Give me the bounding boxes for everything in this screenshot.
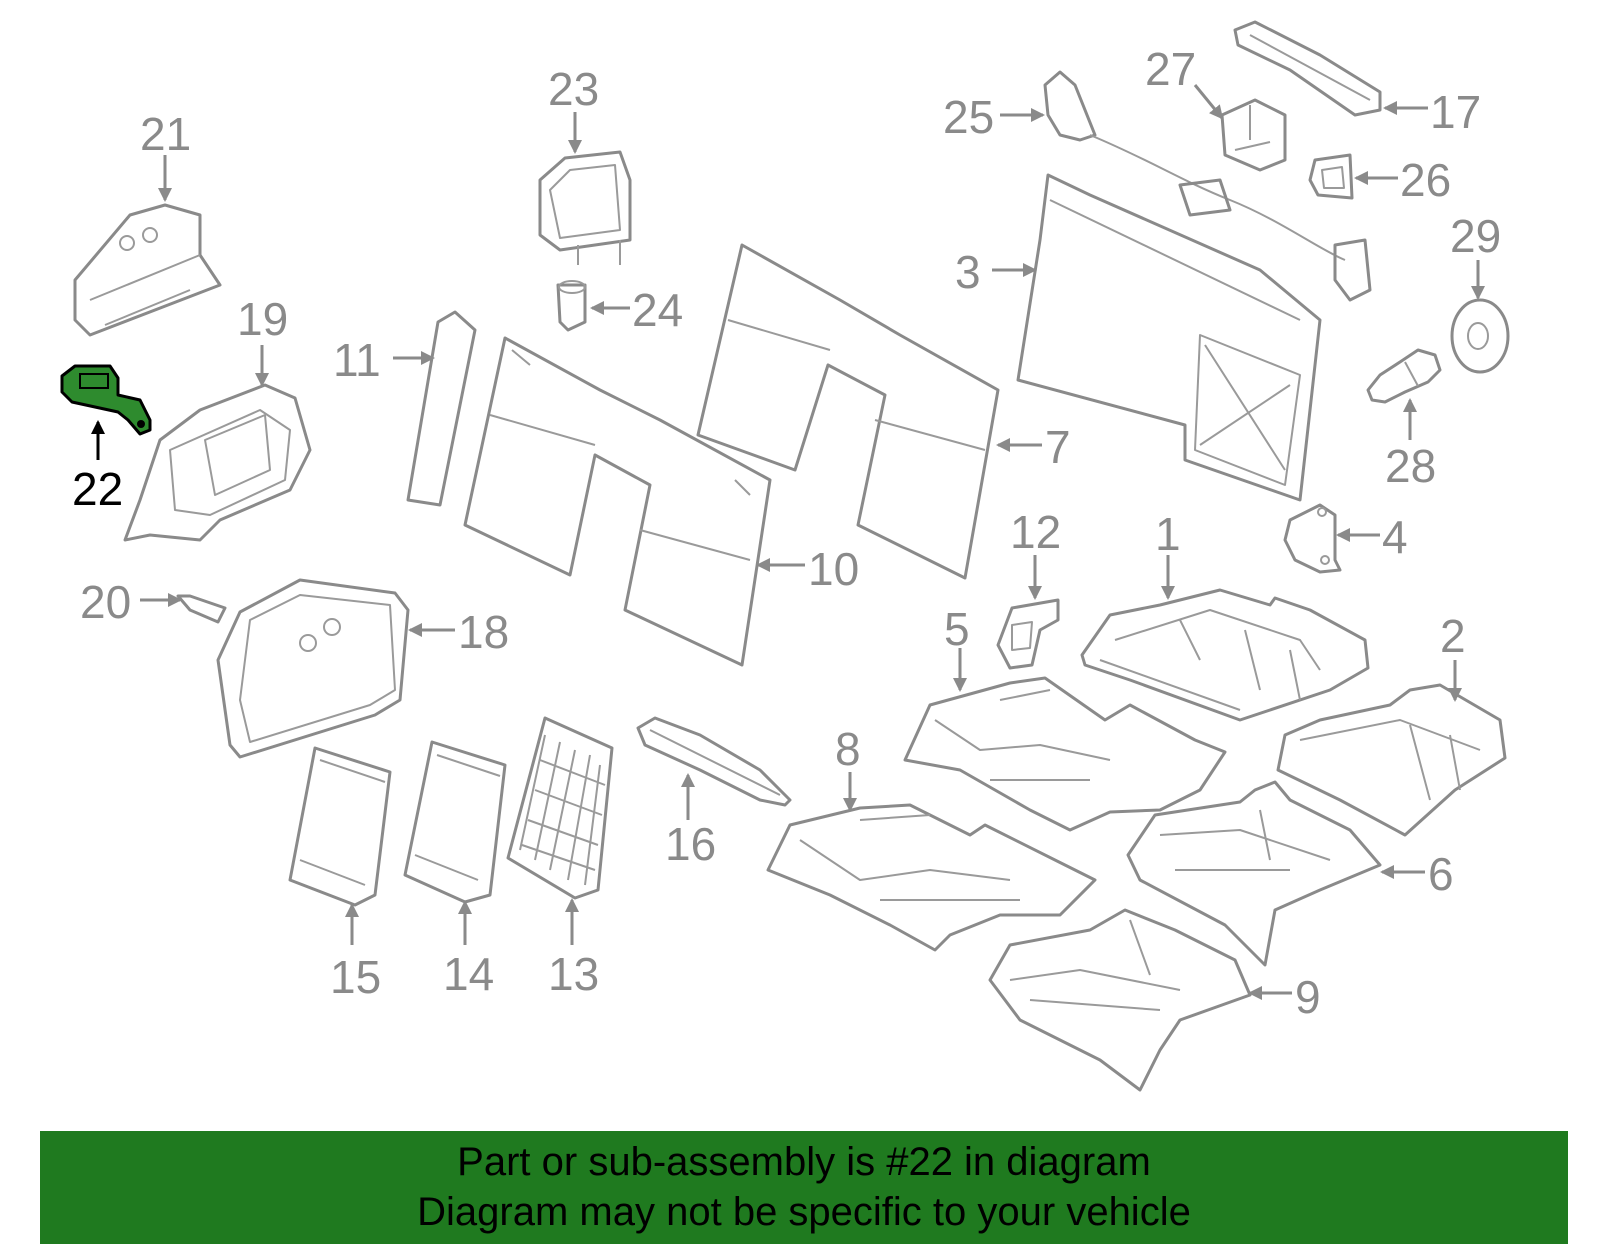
callout-18[interactable]: 18	[458, 606, 509, 658]
part-1-seat-frame	[1080, 588, 1370, 722]
callout-27[interactable]: 27	[1145, 43, 1196, 95]
callout-8[interactable]: 8	[835, 723, 861, 775]
part-19-side-trim	[123, 383, 312, 542]
callout-22[interactable]: 22	[72, 463, 123, 515]
part-24-headrest-guide	[556, 280, 587, 332]
callout-5[interactable]: 5	[944, 603, 970, 655]
part-18-side-panel	[216, 578, 410, 759]
banner-line-2: Diagram may not be specific to your vehi…	[417, 1190, 1191, 1234]
part-22-buckle-highlighted[interactable]	[60, 364, 152, 436]
part-7-backrest-cover	[696, 243, 1000, 580]
callout-7[interactable]: 7	[1045, 421, 1071, 473]
part-8-cushion-cover	[766, 803, 1097, 952]
part-21-bracket	[73, 203, 222, 337]
part-10-backrest-cover	[463, 336, 772, 667]
part-4-bracket	[1283, 503, 1342, 574]
part-20-clip	[176, 594, 227, 624]
callout-4[interactable]: 4	[1382, 511, 1408, 563]
callout-24[interactable]: 24	[632, 284, 683, 336]
part-29-washer	[1450, 298, 1510, 374]
part-26-cap	[1308, 153, 1354, 200]
part-13-mesh-panel	[506, 716, 614, 900]
callout-12[interactable]: 12	[1010, 506, 1061, 558]
callout-6[interactable]: 6	[1428, 848, 1454, 900]
part-14-pad	[403, 740, 507, 904]
callout-15[interactable]: 15	[330, 951, 381, 1003]
callout-25[interactable]: 25	[943, 91, 994, 143]
part-28-bolt	[1366, 348, 1442, 404]
part-6-cushion-cover	[1126, 780, 1382, 967]
info-banner: Part or sub-assembly is #22 in diagram D…	[40, 1131, 1568, 1244]
callout-17[interactable]: 17	[1430, 86, 1481, 138]
callout-10[interactable]: 10	[808, 543, 859, 595]
part-17-rail	[1233, 20, 1382, 117]
callout-14[interactable]: 14	[443, 948, 494, 1000]
callout-26[interactable]: 26	[1400, 154, 1451, 206]
banner-line-1: Part or sub-assembly is #22 in diagram	[457, 1140, 1151, 1184]
callout-21[interactable]: 21	[140, 108, 191, 160]
part-27-hinge-bracket	[1220, 98, 1287, 172]
part-2-seat-frame	[1276, 683, 1507, 837]
part-16-rail	[636, 716, 792, 807]
callout-16[interactable]: 16	[665, 818, 716, 870]
callout-1[interactable]: 1	[1155, 508, 1181, 560]
callout-29[interactable]: 29	[1450, 210, 1501, 262]
callout-3[interactable]: 3	[955, 246, 981, 298]
part-3-backrest-frame	[1016, 173, 1322, 502]
seat-parts-diagram: 21 22 19 20 18 23 24 11	[60, 20, 1510, 1092]
callout-23[interactable]: 23	[548, 63, 599, 115]
callout-28[interactable]: 28	[1385, 440, 1436, 492]
callout-11[interactable]: 11	[333, 334, 381, 386]
part-11-bolster-strip	[406, 310, 477, 507]
callout-20[interactable]: 20	[80, 576, 131, 628]
part-23-headrest	[538, 150, 632, 265]
part-15-pad	[288, 746, 392, 907]
part-12-trim-piece	[996, 598, 1060, 670]
part-25-latch-cable	[1043, 70, 1372, 302]
part-9-cushion-cover	[988, 908, 1252, 1092]
callout-19[interactable]: 19	[237, 293, 288, 345]
part-5-cushion-cover	[903, 676, 1227, 832]
callout-2[interactable]: 2	[1440, 610, 1466, 662]
callout-9[interactable]: 9	[1295, 971, 1321, 1023]
callout-13[interactable]: 13	[548, 948, 599, 1000]
